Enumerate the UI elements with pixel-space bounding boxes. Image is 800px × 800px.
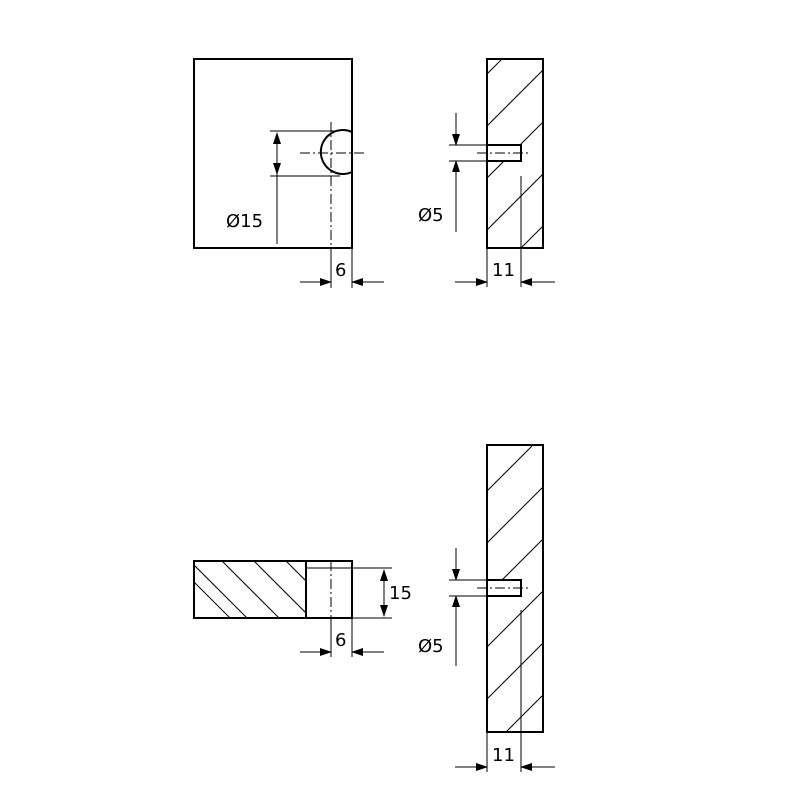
side-top-hole-diameter-label: Ø5 [418,205,444,226]
side-top-depth-label: 11 [492,260,515,281]
front-hole-diameter-label: Ø15 [226,211,263,232]
section-height-label: 15 [389,583,412,604]
section-hatching [194,561,306,618]
side-bottom-hole-diameter-label: Ø5 [418,636,444,657]
front-hole-outline [319,129,353,175]
section-offset-label: 6 [335,630,346,651]
front-view: Ø15 6 [193,58,384,288]
side-view-bottom: Ø5 11 [418,444,555,772]
side-view-top: Ø5 11 [418,58,555,287]
section-view: 15 6 [193,560,412,657]
side-bottom-depth-label: 11 [492,745,515,766]
side-bottom-hatching [487,445,543,732]
front-view-outline [193,58,353,249]
front-offset-label: 6 [335,260,346,281]
section-outline [193,560,353,619]
side-top-hatching [487,59,543,248]
